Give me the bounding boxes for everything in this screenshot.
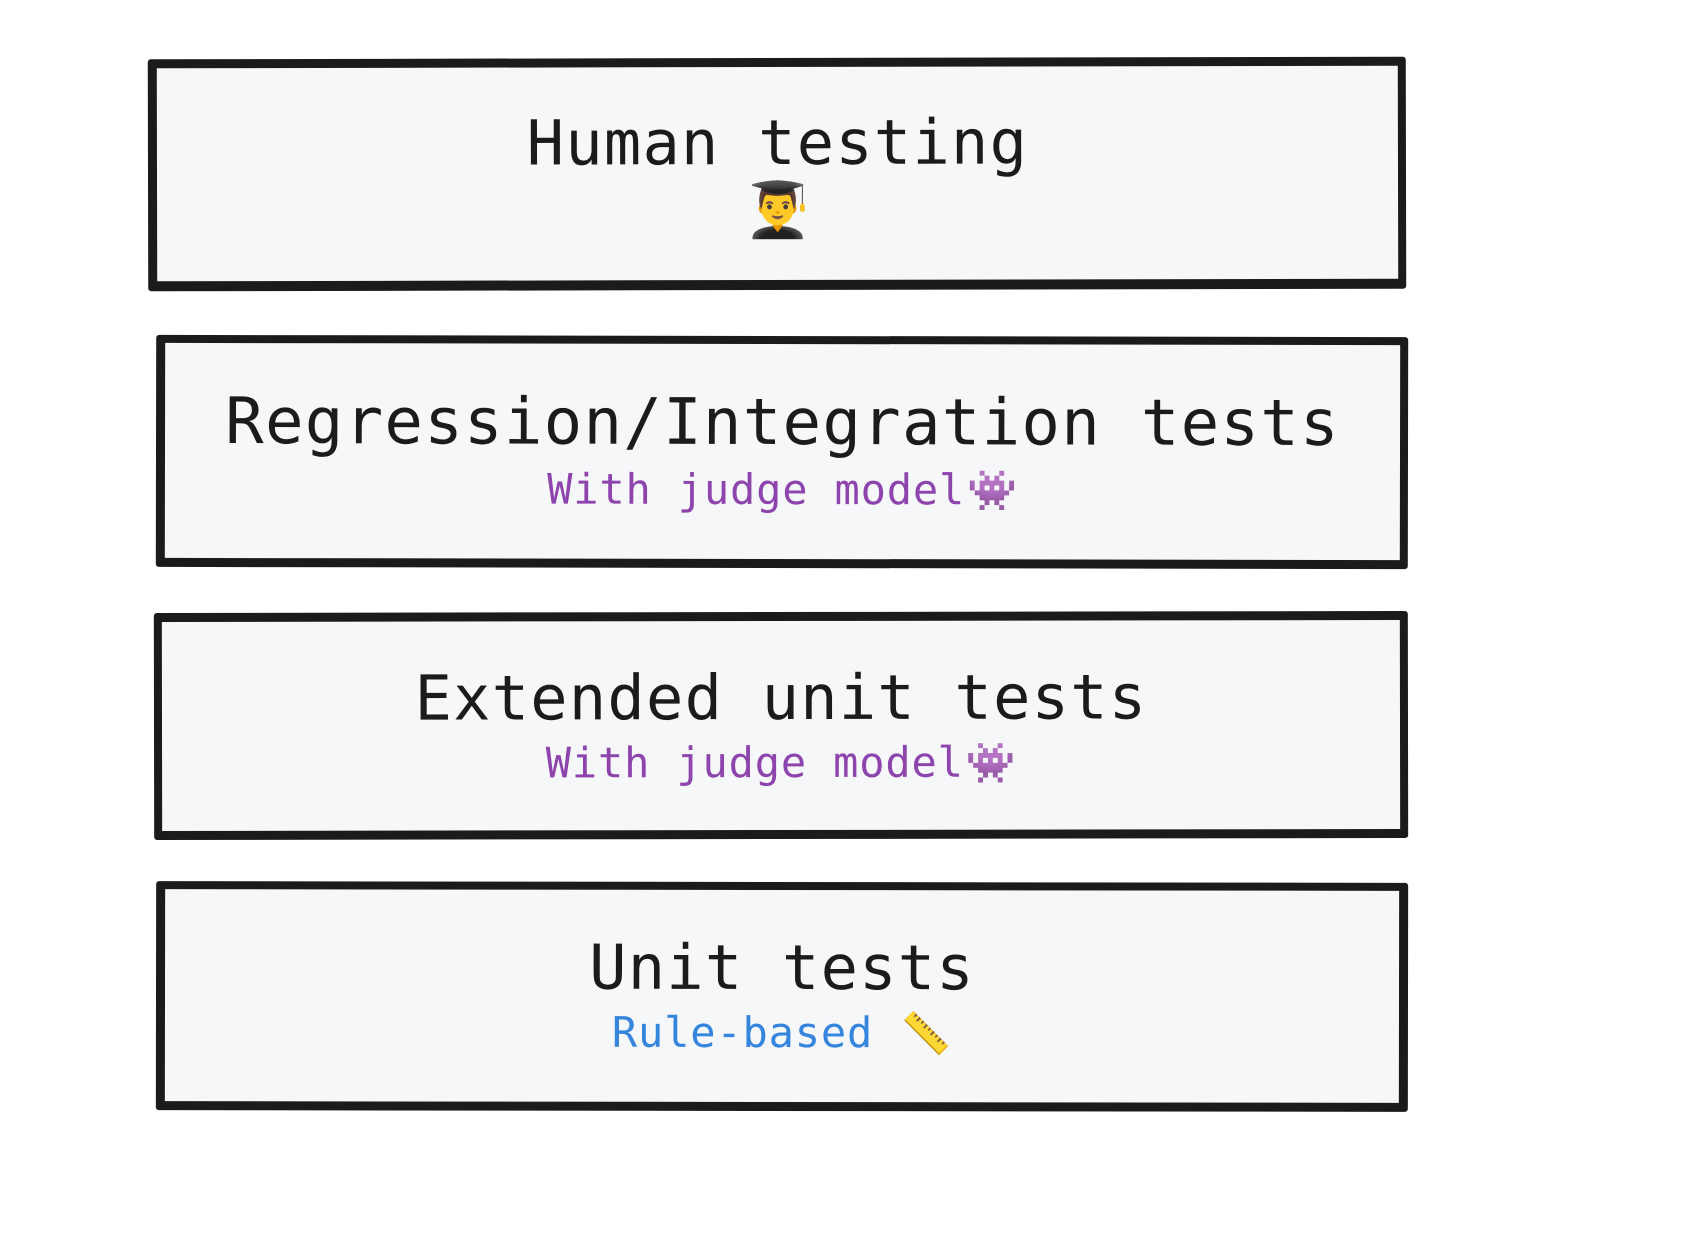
space-invader-emoji: 👾 [967,468,1018,515]
layer-subtitle: Rule-based 📏 [611,1008,953,1058]
layer-title: Extended unit tests [414,660,1148,735]
layer-title: Regression/Integration tests [225,384,1340,461]
layer-subtitle-text: With judge model [547,464,966,515]
space-invader-emoji: 👾 [965,740,1017,787]
layer-title: Unit tests [589,931,975,1005]
layer-subtitle: With judge model👾 [545,737,1017,788]
pyramid-layer-extended-unit-tests: Extended unit tests With judge model👾 [153,611,1409,840]
layer-subtitle-text: With judge model [545,737,964,788]
layer-subtitle: With judge model👾 [547,464,1018,515]
pyramid-layer-human-testing: Human testing 👨‍🎓 [147,56,1407,292]
layer-subtitle-text: Rule-based [611,1008,874,1058]
graduate-emoji: 👨‍🎓 [743,177,812,242]
pyramid-layer-unit-tests: Unit tests Rule-based 📏 [155,881,1409,1112]
layer-title: Human testing [526,105,1029,180]
pyramid-layer-regression-integration-tests: Regression/Integration tests With judge … [155,334,1409,570]
ruler-emoji: 📏 [901,1011,953,1058]
